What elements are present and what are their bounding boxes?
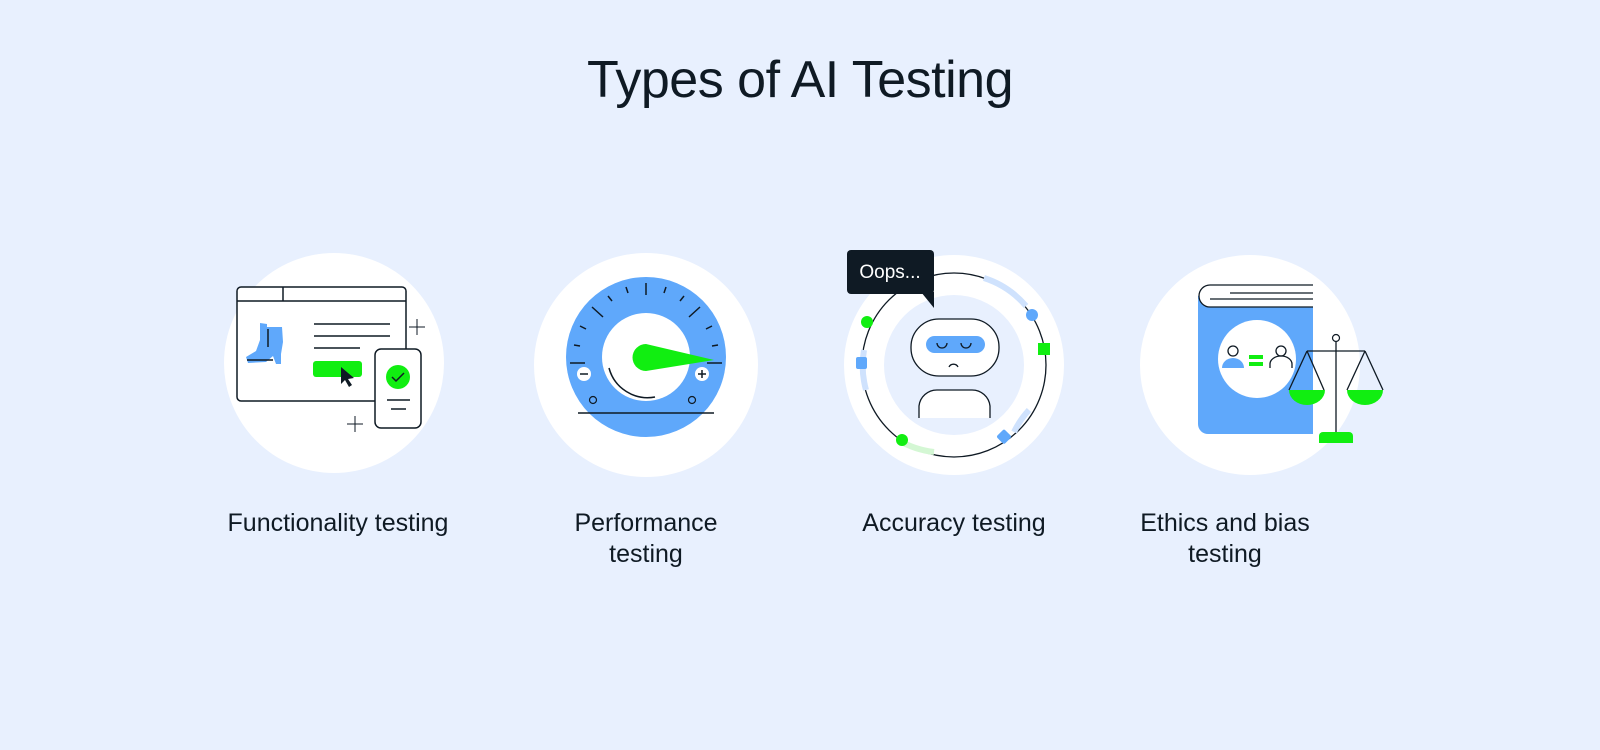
- boot-icon: [246, 323, 283, 364]
- cursor-icon: [341, 367, 354, 387]
- minus-icon: [577, 367, 591, 381]
- speech-bubble-icon: Oops...: [847, 250, 934, 308]
- equal-people-icon: [1222, 345, 1293, 368]
- page-title: Types of AI Testing: [586, 51, 1014, 109]
- plus-icon: [695, 367, 709, 381]
- speech-bubble-text: Oops...: [859, 262, 920, 283]
- item-label: Accuracy testing: [862, 509, 1046, 537]
- phone-icon: [374, 348, 422, 429]
- browser-window-icon: [236, 286, 407, 402]
- ethics-illustration: [1140, 255, 1384, 475]
- functionality-illustration: [224, 253, 444, 473]
- book-icon: [1198, 284, 1313, 434]
- item-label: Ethics and bias testing: [1140, 509, 1310, 568]
- sparkle-icon: [347, 319, 425, 432]
- gauge-needle-icon: [632, 344, 714, 371]
- buy-button-icon: [313, 361, 362, 377]
- robot-icon: [910, 318, 1000, 418]
- accuracy-illustration: Oops...: [844, 250, 1064, 475]
- item-label: Functionality testing: [227, 509, 449, 537]
- performance-illustration: [534, 253, 758, 477]
- scales-icon: [1288, 333, 1384, 443]
- speedometer-icon: [566, 277, 726, 437]
- item-label: Performance testing: [574, 509, 718, 568]
